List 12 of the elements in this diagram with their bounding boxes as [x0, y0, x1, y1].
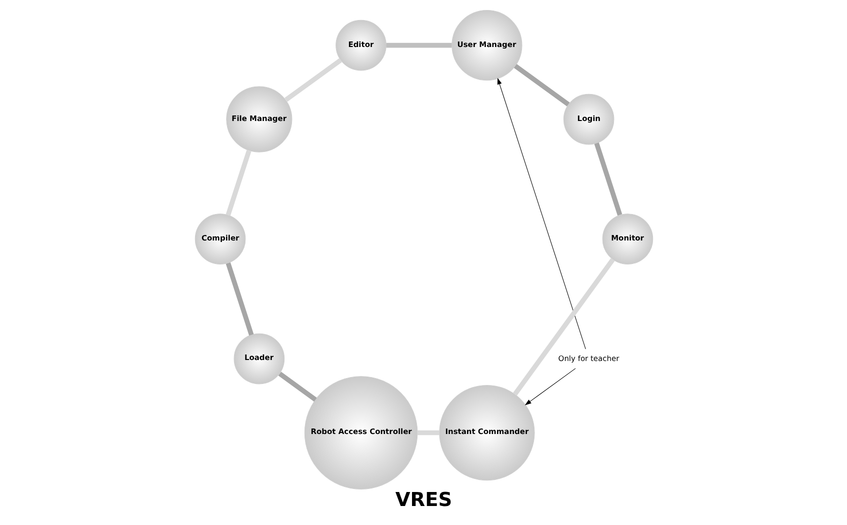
arrow	[496, 78, 586, 350]
connector	[594, 142, 622, 216]
connector	[278, 372, 316, 402]
connector	[416, 430, 439, 436]
diagram-title: VRES	[394, 488, 452, 512]
connector	[512, 258, 614, 396]
connector	[513, 64, 570, 106]
connector	[386, 42, 452, 48]
connector	[284, 58, 342, 102]
connector	[225, 150, 251, 216]
connector	[225, 262, 254, 336]
arrow	[524, 368, 576, 406]
